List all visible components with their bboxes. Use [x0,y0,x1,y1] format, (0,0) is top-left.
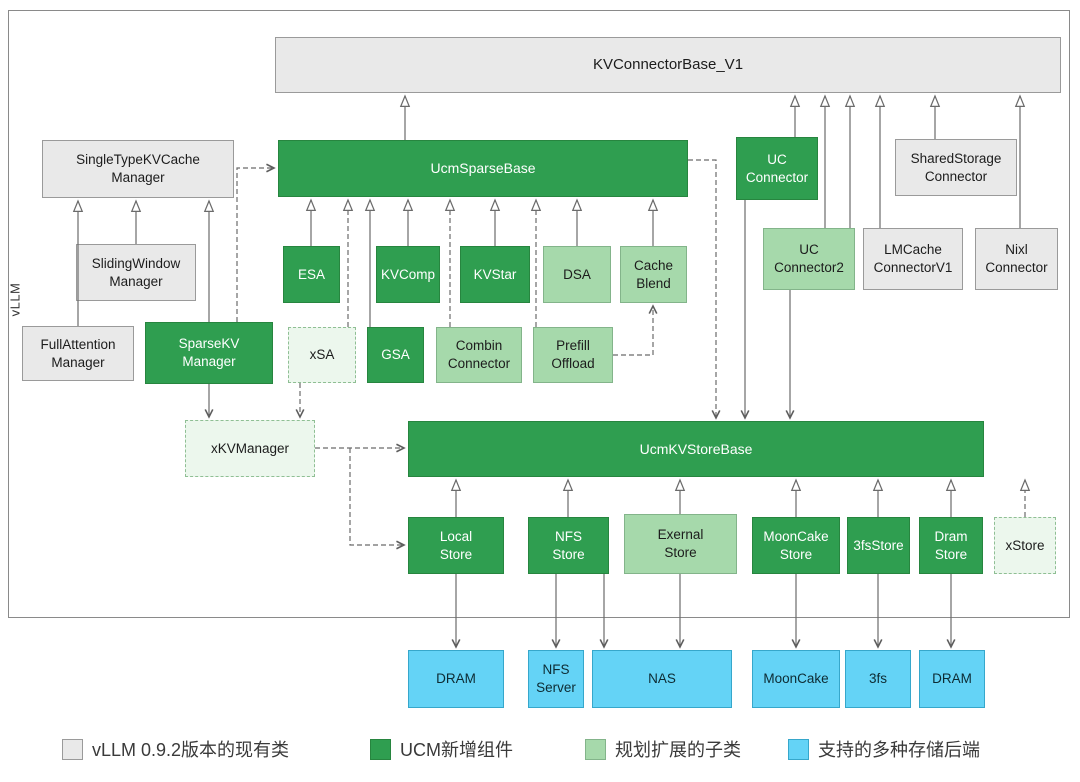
node-singletypekvcache-manager: SingleTypeKVCache Manager [42,140,234,198]
vllm-boundary-box [8,10,1070,618]
node-cache-blend: Cache Blend [620,246,687,303]
node-local-store: Local Store [408,517,504,574]
legend-label-planned: 规划扩展的子类 [615,740,741,760]
node-combin-connector: Combin Connector [436,327,522,383]
legend-label-ucm-new: UCM新增组件 [400,740,513,760]
node-xsa: xSA [288,327,356,383]
node-sparsekv-manager: SparseKV Manager [145,322,273,384]
legend-label-existing: vLLM 0.9.2版本的现有类 [92,740,290,760]
node-3fs-store: 3fsStore [847,517,910,574]
node-backend-3fs: 3fs [845,650,911,708]
node-xkvmanager: xKVManager [185,420,315,477]
node-nfs-store: NFS Store [528,517,609,574]
node-kvcomp: KVComp [376,246,440,303]
node-esa: ESA [283,246,340,303]
node-backend-nas: NAS [592,650,732,708]
node-backend-mooncake: MoonCake [752,650,840,708]
node-kvstar: KVStar [460,246,530,303]
node-dram-store: Dram Store [919,517,983,574]
legend-item-ucm-new: UCM新增组件 [370,736,513,762]
node-sharedstorage-connector: SharedStorage Connector [895,139,1017,196]
vllm-boundary-label: vLLM [7,282,23,317]
node-dsa: DSA [543,246,611,303]
node-prefill-offload: Prefill Offload [533,327,613,383]
node-nixl-connector: Nixl Connector [975,228,1058,290]
legend-item-planned: 规划扩展的子类 [585,736,741,762]
node-ucmkvstorebase: UcmKVStoreBase [408,421,984,477]
node-backend-nfs-server: NFS Server [528,650,584,708]
node-uc-connector: UC Connector [736,137,818,200]
legend-label-storage: 支持的多种存储后端 [818,740,980,760]
legend-item-existing: vLLM 0.9.2版本的现有类 [62,736,289,762]
legend-swatch-storage-icon [788,738,809,760]
node-ucmsparsebase: UcmSparseBase [278,140,688,197]
node-xstore: xStore [994,517,1056,574]
node-backend-dram-1: DRAM [408,650,504,708]
legend-swatch-existing-icon [62,738,83,760]
node-fullattention-manager: FullAttention Manager [22,326,134,381]
legend-swatch-planned-icon [585,738,606,760]
legend-item-storage: 支持的多种存储后端 [788,736,980,762]
legend-swatch-ucm-new-icon [370,738,391,760]
node-mooncake-store: MoonCake Store [752,517,840,574]
node-uc-connector2: UC Connector2 [763,228,855,290]
node-backend-dram-2: DRAM [919,650,985,708]
node-gsa: GSA [367,327,424,383]
node-kvconnectorbase-v1: KVConnectorBase_V1 [275,37,1061,93]
node-exernal-store: Exernal Store [624,514,737,574]
node-lmcache-connectorv1: LMCache ConnectorV1 [863,228,963,290]
node-slidingwindow-manager: SlidingWindow Manager [76,244,196,301]
